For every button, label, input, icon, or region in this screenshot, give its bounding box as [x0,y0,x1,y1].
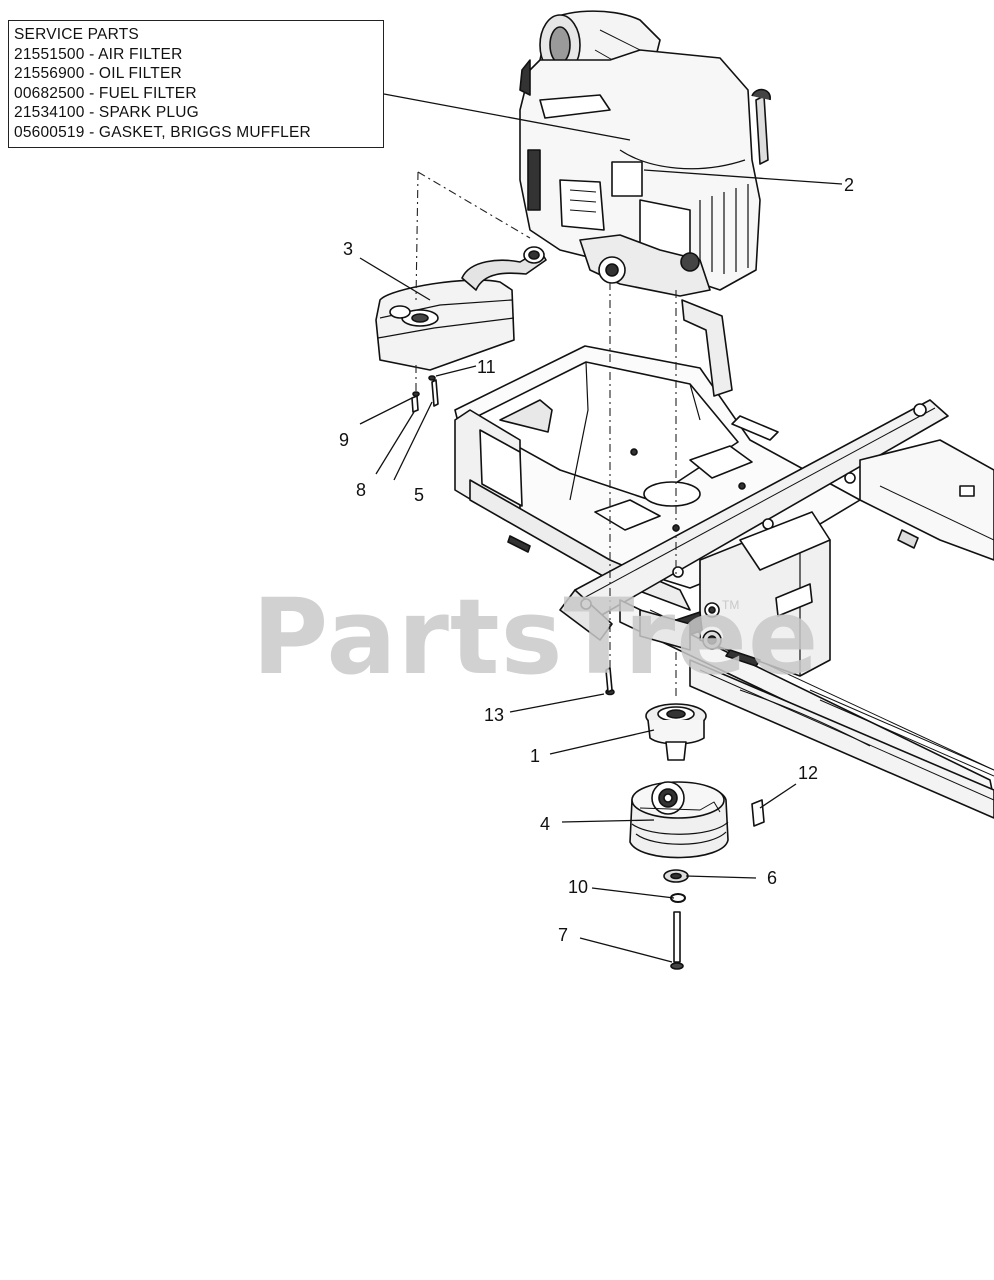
callout-11[interactable]: 11 [477,357,496,377]
callout-5[interactable]: 5 [414,485,425,505]
callout-7[interactable]: 7 [558,925,569,945]
callout-3[interactable]: 3 [343,239,354,259]
service-parts-legend: SERVICE PARTS 21551500 - AIR FILTER 2155… [8,20,384,148]
callout-6[interactable]: 6 [767,868,778,888]
legend-item-muffler-gasket: 05600519 - GASKET, BRIGGS MUFFLER [14,123,311,141]
callout-12[interactable]: 12 [798,763,819,783]
callout-2[interactable]: 2 [844,175,855,195]
pto-clutch-drawing [411,375,765,970]
engine-drawing [519,10,771,297]
legend-item-oil-filter: 21556900 - OIL FILTER [14,65,182,82]
callout-13[interactable]: 13 [484,705,505,725]
callout-10[interactable]: 10 [568,877,589,897]
callout-4[interactable]: 4 [540,814,551,834]
trademark-mark: TM [722,598,740,612]
callout-9[interactable]: 9 [339,430,350,450]
legend-item-fuel-filter: 00682500 - FUEL FILTER [14,84,197,102]
callout-1[interactable]: 1 [530,746,541,766]
partstree-watermark: PartsTree [252,576,820,698]
frame-drawing [454,299,994,819]
assembly-lines [415,171,677,700]
legend-item-spark-plug: 21534100 - SPARK PLUG [14,104,199,121]
leader-lines [359,93,843,963]
legend-heading: SERVICE PARTS [14,26,139,43]
legend-item-air-filter: 21551500 - AIR FILTER [14,45,183,63]
callout-8[interactable]: 8 [356,480,367,500]
muffler-drawing [375,246,547,371]
